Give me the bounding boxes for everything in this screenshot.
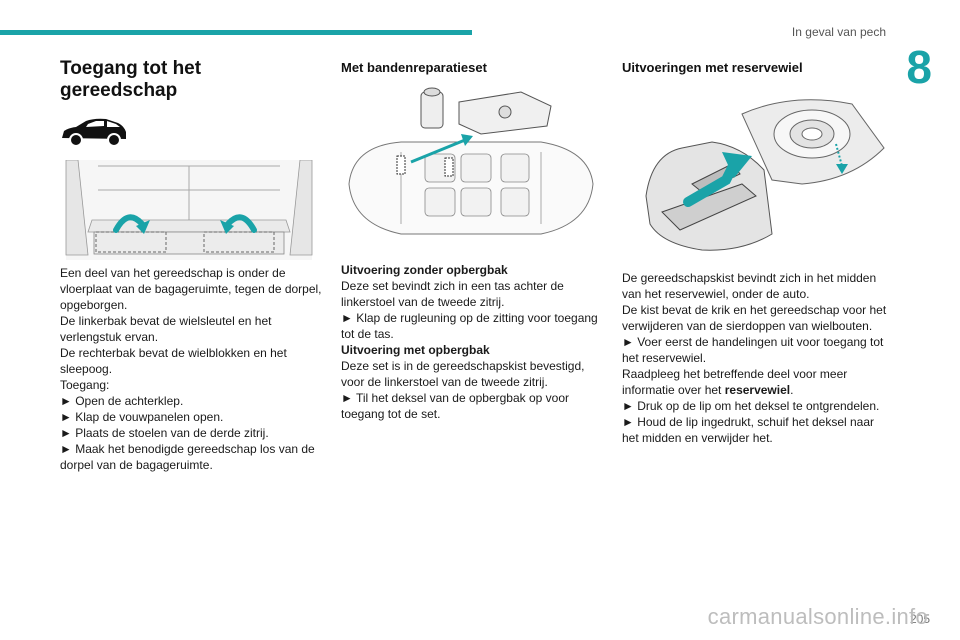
toolbox-access-text: Een deel van het gereedschap is onder de… — [60, 265, 322, 473]
paragraph: De linkerbak bevat de wielsleutel en het… — [60, 314, 272, 344]
step-item: ► Klap de rugleuning op de zitting voor … — [341, 311, 598, 341]
paragraph: Deze set is in de gereedschapskist beves… — [341, 359, 585, 389]
heading-spare-wheel: Uitvoeringen met reservewiel — [622, 60, 803, 75]
variant-heading: Uitvoering met opbergbak — [341, 343, 490, 357]
spare-wheel-text: De gereedschapskist bevindt zich in het … — [622, 270, 892, 446]
step-item: ► Klap de vouwpanelen open. — [60, 410, 224, 424]
watermark: carmanualsonline.info — [707, 604, 928, 629]
paragraph: Toegang: — [60, 378, 110, 392]
paragraph-with-link: Raadpleeg het betreffende deel voor meer… — [622, 367, 848, 397]
section-label: In geval van pech — [791, 25, 886, 39]
step-item: ► Plaats de stoelen van de derde zitrij. — [60, 426, 269, 440]
trunk-floor-illustration — [65, 160, 313, 260]
chapter-number: 8 — [906, 41, 932, 93]
column-spare-wheel: Uitvoeringen met reservewiel — [622, 58, 892, 75]
paragraph: Een deel van het gereedschap is onder de… — [60, 266, 322, 312]
spare-wheel-toolbox-illustration — [645, 99, 885, 251]
repair-kit-car-illustration — [348, 87, 594, 235]
paragraph: De rechterbak bevat de wielblokken en he… — [60, 346, 287, 376]
heading-repair-kit: Met bandenreparatieset — [341, 60, 487, 75]
variant-heading: Uitvoering zonder opbergbak — [341, 263, 508, 277]
suv-icon — [62, 118, 126, 147]
step-item: ► Til het deksel van de opbergbak op voo… — [341, 391, 570, 421]
paragraph: De gereedschapskist bevindt zich in het … — [622, 271, 877, 301]
paragraph: Deze set bevindt zich in een tas achter … — [341, 279, 564, 309]
page-number: 205 — [909, 612, 930, 626]
step-item: ► Houd de lip ingedrukt, schuif het deks… — [622, 415, 875, 445]
step-item: ► Open de achterklep. — [60, 394, 184, 408]
header-accent-bar — [0, 30, 472, 35]
repair-kit-text: Uitvoering zonder opbergbak Deze set bev… — [341, 262, 603, 422]
step-item: ► Druk op de lip om het deksel te ontgre… — [622, 399, 880, 413]
column-repair-kit: Met bandenreparatieset — [341, 58, 603, 75]
step-item: ► Voer eerst de handelingen uit voor toe… — [622, 335, 884, 365]
column-toolbox-access: Toegang tot het gereedschap — [60, 58, 322, 102]
step-item: ► Maak het benodigde gereedschap los van… — [60, 442, 315, 472]
spare-wheel-reference[interactable]: reservewiel — [724, 383, 791, 397]
paragraph: De kist bevat de krik en het gereedschap… — [622, 303, 887, 333]
heading-toolbox-access: Toegang tot het gereedschap — [60, 58, 202, 101]
